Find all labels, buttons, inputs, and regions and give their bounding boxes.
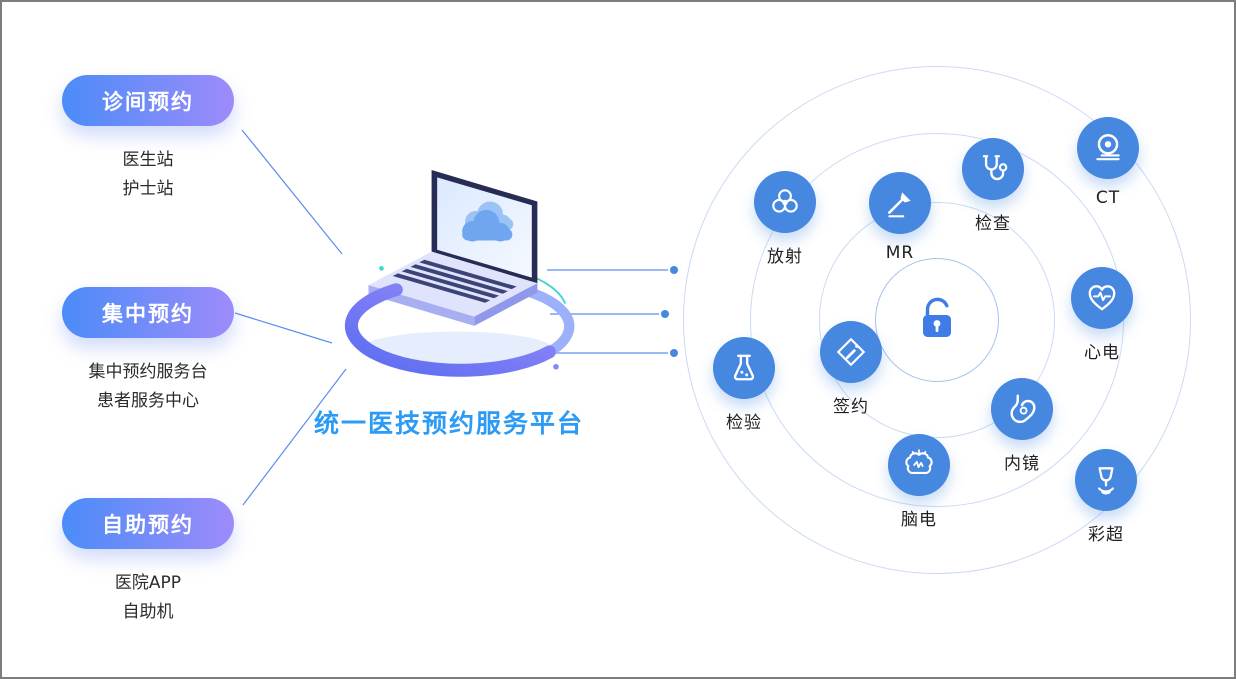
brain-icon (888, 434, 950, 496)
channel-item-hospital-app: 医院APP (114, 573, 182, 593)
channel-item-kiosk: 自助机 (122, 602, 174, 622)
channel-self-items: 医院APP 自助机 (62, 569, 234, 627)
channel-clinic-booking: 诊间预约 医生站 护士站 (62, 75, 234, 204)
dot-bottom (670, 349, 678, 357)
cloud-icon (462, 201, 514, 242)
pill-self-booking: 自助预约 (62, 498, 234, 549)
channel-central-booking: 集中预约 集中预约服务台 患者服务中心 (62, 287, 234, 416)
service-node-ecg: 心电 (1054, 267, 1150, 363)
service-node-mr: MR (852, 172, 948, 263)
lab-flask-icon (713, 337, 775, 399)
service-node-eeg: 脑电 (871, 434, 967, 530)
node-label: CT (1095, 188, 1121, 208)
node-label: 签约 (833, 397, 869, 417)
stethoscope-icon (962, 138, 1024, 200)
laptop-illustration (344, 169, 575, 377)
stomach-icon (991, 378, 1053, 440)
orbit-ring-inner (819, 202, 1055, 438)
service-node-exam: 检查 (945, 138, 1041, 234)
laptop-deck-side (474, 283, 538, 326)
node-label: MR (885, 243, 915, 263)
service-node-lab: 检验 (696, 337, 792, 433)
platform-title: 统一医技预约服务平台 (313, 409, 584, 438)
node-label: 放射 (767, 247, 803, 267)
channel-item-patient-center: 患者服务中心 (97, 391, 199, 411)
pill-central-booking: 集中预约 (62, 287, 234, 338)
channel-central-items: 集中预约服务台 患者服务中心 (62, 358, 234, 416)
ultrasound-probe-icon (1075, 449, 1137, 511)
channel-self-booking: 自助预约 医院APP 自助机 (62, 498, 234, 627)
swirl-dot-2 (379, 266, 384, 271)
ct-scanner-icon (1077, 117, 1139, 179)
keyboard-keys (392, 259, 517, 303)
orbit-swirl-front (344, 283, 556, 377)
biohazard-icon (754, 171, 816, 233)
dot-top (670, 266, 678, 274)
orbit-ring-outer (683, 66, 1191, 574)
service-node-ct: CT (1060, 117, 1156, 208)
node-label: 脑电 (901, 510, 937, 530)
pill-clinic-booking: 诊间预约 (62, 75, 234, 126)
pen-nib-icon (820, 321, 882, 383)
orbit-ring-core (875, 258, 999, 382)
node-label: 彩超 (1088, 525, 1124, 545)
service-node-radiology: 放射 (737, 171, 833, 267)
service-node-ultrasound: 彩超 (1058, 449, 1154, 545)
service-node-endoscopy: 内镜 (974, 378, 1070, 474)
heart-ecg-icon (1071, 267, 1133, 329)
node-label: 心电 (1084, 343, 1120, 363)
channel-item-doctor-station: 医生站 (122, 150, 174, 170)
scalpel-icon (869, 172, 931, 234)
dot-mid (661, 310, 669, 318)
swirl-dot-1 (553, 363, 559, 370)
channel-item-nurse-station: 护士站 (122, 179, 174, 199)
connector-central (234, 312, 333, 344)
channel-clinic-items: 医生站 护士站 (62, 146, 234, 204)
channel-item-service-desk: 集中预约服务台 (88, 362, 208, 382)
open-padlock-icon (923, 297, 951, 337)
node-label: 内镜 (1004, 454, 1040, 474)
service-node-contract: 签约 (803, 321, 899, 417)
node-label: 检验 (726, 413, 762, 433)
node-label: 检查 (975, 214, 1011, 234)
